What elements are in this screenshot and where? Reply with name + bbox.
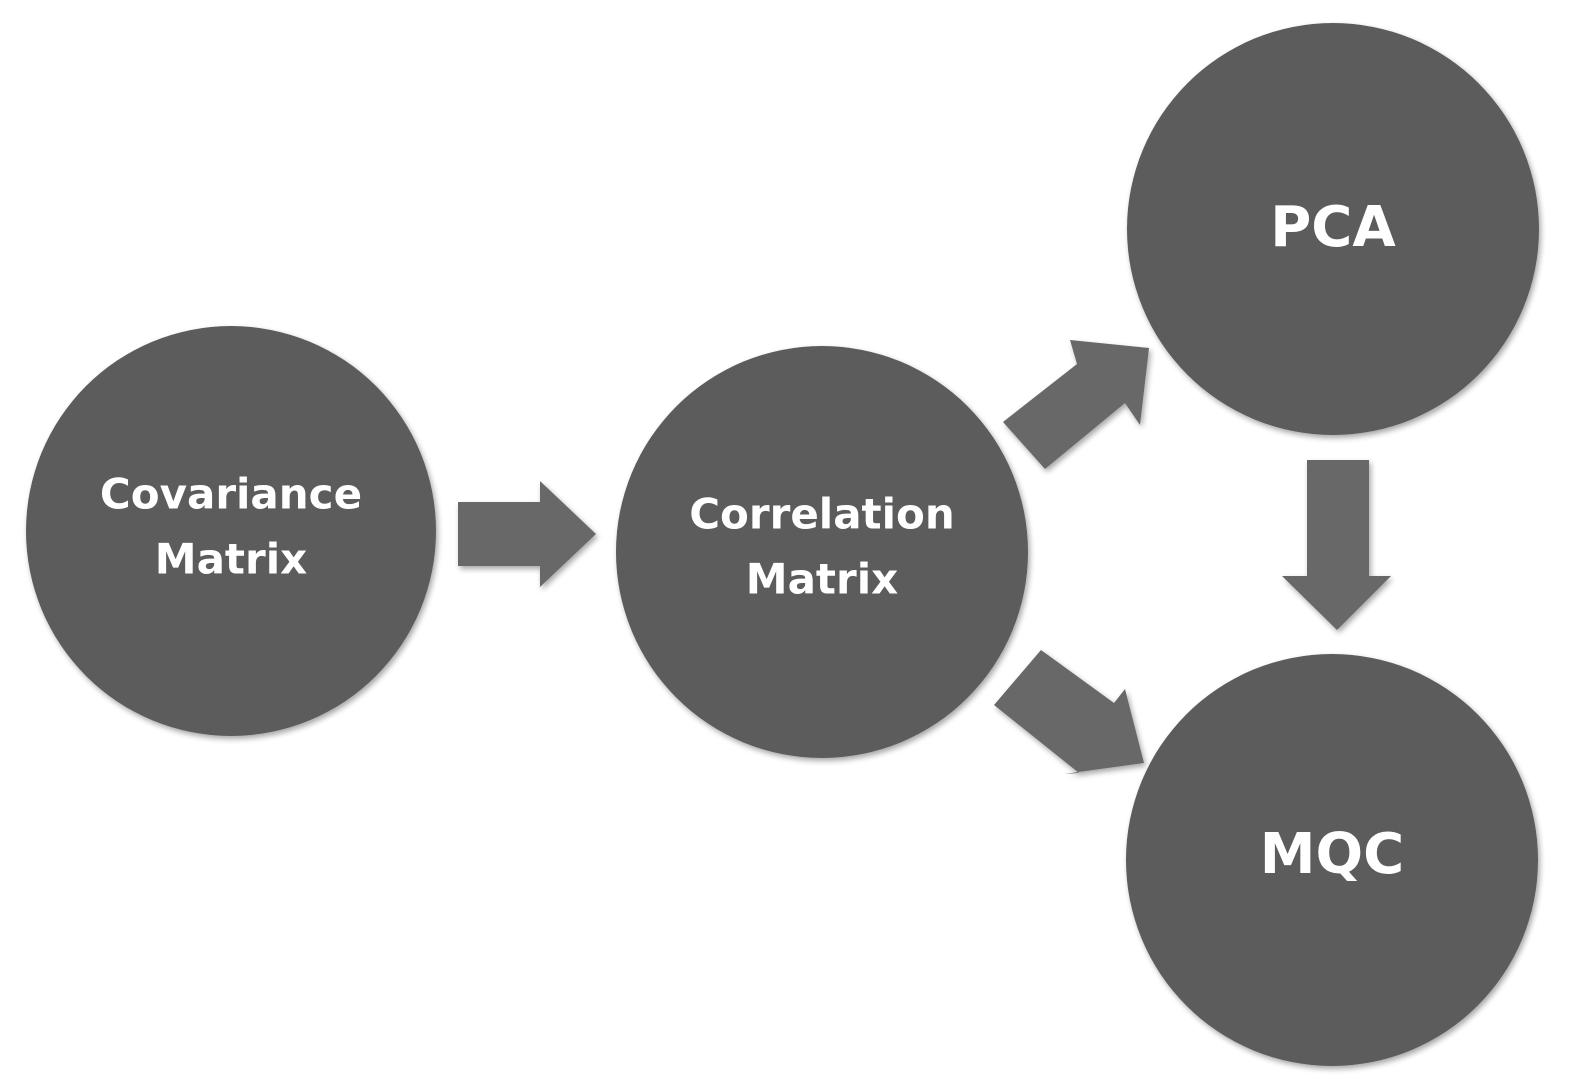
node-pca-circle <box>1127 23 1539 435</box>
node-correlation-matrix: Correlation Matrix <box>616 346 1028 758</box>
node-mqc-circle <box>1126 654 1538 1066</box>
node-covariance-circle <box>26 326 436 736</box>
node-covariance-label-line2: Matrix <box>155 535 307 584</box>
node-correlation-circle <box>616 346 1028 758</box>
node-correlation-label-line1: Correlation <box>689 490 955 539</box>
node-pca-label: PCA <box>1270 195 1396 260</box>
arrow-correlation-to-mqc <box>994 650 1144 774</box>
node-mqc: MQC <box>1126 654 1538 1066</box>
arrow-pca-to-mqc <box>1282 460 1391 630</box>
arrow-covariance-to-correlation <box>458 481 596 587</box>
node-covariance-matrix: Covariance Matrix <box>26 326 436 736</box>
node-mqc-label: MQC <box>1260 822 1404 887</box>
node-correlation-label-line2: Matrix <box>746 555 898 604</box>
node-pca: PCA <box>1127 23 1539 435</box>
node-covariance-label-line1: Covariance <box>100 470 362 519</box>
arrow-correlation-to-pca <box>1003 340 1149 469</box>
